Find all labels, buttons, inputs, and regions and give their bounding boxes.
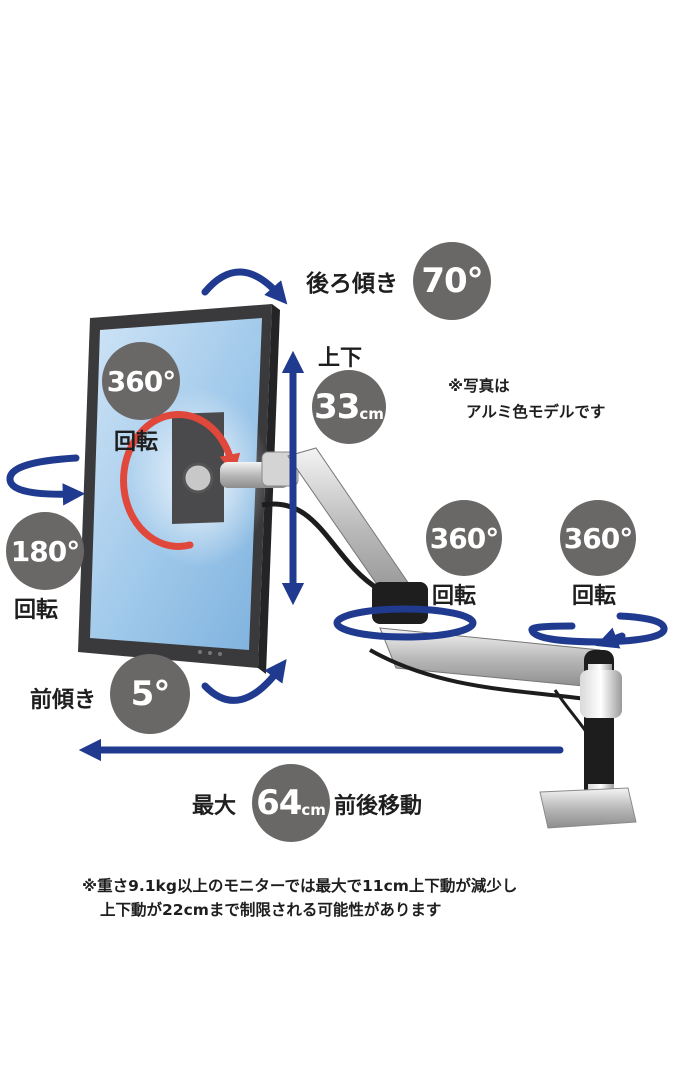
rotation-arrow-red bbox=[120, 410, 241, 550]
elbow-rotate-badge: 360° bbox=[426, 500, 502, 576]
tilt-forward-value: 5° bbox=[130, 674, 171, 714]
footnote-line2: 上下動が22cmまで制限される可能性があります bbox=[100, 901, 442, 919]
tilt-forward-label: 前傾き bbox=[30, 688, 97, 713]
tilt-back-value: 70° bbox=[421, 261, 483, 301]
swivel-badge: 180° bbox=[6, 512, 84, 590]
tilt-forward-badge: 5° bbox=[110, 654, 190, 734]
tilt-back-label: 後ろ傾き bbox=[306, 271, 398, 297]
vertical-value: 33 bbox=[314, 387, 360, 427]
footnote-line1: ※重さ9.1kg以上のモニターでは最大で11cm上下動が減少し bbox=[82, 877, 518, 895]
tilt-back-badge: 70° bbox=[413, 242, 491, 320]
extension-value: 64 bbox=[256, 783, 302, 823]
extension-unit: cm bbox=[301, 801, 326, 819]
swivel-value: 180° bbox=[10, 534, 80, 568]
screen-rotate-label: 回転 bbox=[114, 430, 159, 455]
base-rotate-value: 360° bbox=[563, 521, 633, 555]
extension-suffix: 前後移動 bbox=[334, 794, 423, 819]
tilt-back-arrow bbox=[201, 268, 288, 305]
vertical-label: 上下 bbox=[318, 346, 363, 371]
arm-mechanism bbox=[220, 447, 637, 829]
photo-note-line1: ※写真は bbox=[448, 377, 510, 395]
photo-note-line2: アルミ色モデルです bbox=[466, 403, 606, 421]
elbow-rotate-label: 回転 bbox=[432, 584, 477, 609]
swivel-arrow bbox=[6, 454, 86, 506]
tilt-forward-arrow bbox=[201, 659, 287, 704]
base-rotate-badge: 360° bbox=[560, 500, 636, 576]
base-rotate-label: 回転 bbox=[572, 584, 617, 609]
screen-rotate-badge: 360° bbox=[102, 342, 180, 420]
swivel-label: 回転 bbox=[14, 598, 59, 623]
elbow-rotate-value: 360° bbox=[429, 521, 499, 555]
extension-prefix: 最大 bbox=[192, 794, 237, 819]
vertical-unit: cm bbox=[359, 405, 384, 423]
elbow-rotate-ring bbox=[333, 605, 477, 641]
base-rotate-arrow bbox=[528, 612, 668, 646]
screen-rotate-value: 360° bbox=[106, 364, 176, 398]
